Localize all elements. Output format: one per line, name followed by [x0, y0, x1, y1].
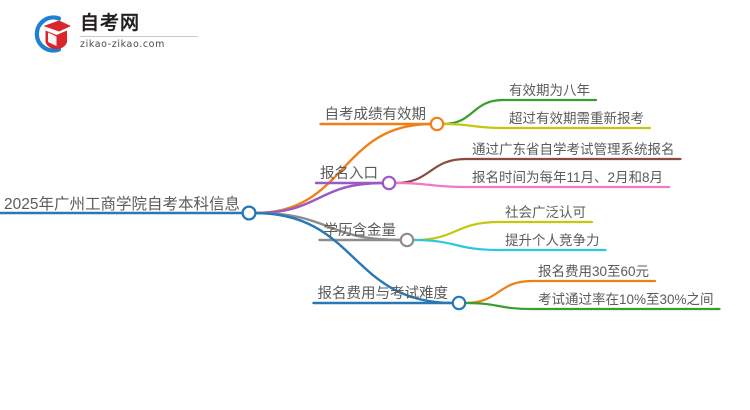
mindmap-branch-node[interactable] — [381, 175, 397, 191]
mindmap-root-node[interactable] — [241, 205, 257, 221]
mindmap-branch-node[interactable] — [429, 116, 445, 132]
logo-subtitle: zikao-zikao.com — [80, 39, 165, 50]
mindmap-branch-label: 报名入口 — [320, 165, 378, 182]
mindmap-leaf-link — [463, 301, 534, 311]
mindmap-leaf-link — [463, 279, 534, 305]
mindmap-leaf-label: 通过广东省自学考试管理系统报名 — [472, 142, 675, 157]
mindmap-branch-link — [253, 122, 433, 215]
mindmap-leaf-link — [411, 238, 501, 252]
mindmap-branch-node[interactable] — [399, 232, 415, 248]
mindmap-leaf-label: 超过有效期需重新报考 — [509, 111, 644, 126]
mindmap-leaf-label: 考试通过率在10%至30%之间 — [538, 291, 714, 307]
mindmap-links — [0, 98, 721, 311]
zikao-logo-mark — [34, 15, 71, 53]
mindmap-leaf-link — [411, 220, 501, 242]
mindmap-leaf-label: 报名时间为每年11月、2月和8月 — [472, 170, 663, 185]
logo-cap-top — [43, 20, 71, 32]
logo-text-block: 自考网 zikao-zikao.com — [80, 13, 202, 50]
mindmap-branch-node[interactable] — [451, 295, 467, 311]
mindmap-leaf-link — [441, 122, 505, 130]
mindmap-leaf-label: 社会广泛认可 — [505, 205, 586, 220]
mindmap-nodes — [241, 116, 467, 311]
mindmap-leaf-link — [393, 181, 468, 189]
mindmap-branch-label: 学历含金量 — [324, 222, 397, 239]
site-logo: 自考网 zikao-zikao.com — [28, 10, 208, 58]
mindmap-branch-label: 报名费用与考试难度 — [318, 285, 449, 302]
mindmap-root-label: 2025年广州工商学院自考本科信息 — [4, 194, 240, 213]
mindmap-branch-link — [253, 211, 455, 305]
mindmap-leaf-label: 报名费用30至60元 — [538, 264, 649, 279]
mindmap-leaf-label: 提升个人竞争力 — [505, 232, 600, 248]
mindmap-leaf-link — [441, 98, 505, 126]
mindmap-leaf-label: 有效期为八年 — [509, 83, 590, 98]
mindmap-branch-label: 自考成绩有效期 — [325, 106, 427, 123]
logo-title: 自考网 — [80, 13, 141, 34]
mindmap-labels: 2025年广州工商学院自考本科信息 自考成绩有效期 有效期为八年超过有效期需重新报考… — [4, 83, 714, 307]
mindmap-leaf-link — [393, 157, 468, 185]
logo-divider — [80, 36, 198, 37]
logo-blue-arc — [34, 15, 62, 53]
mindmap-branch-link — [253, 181, 385, 215]
logo-page-left — [48, 32, 57, 46]
